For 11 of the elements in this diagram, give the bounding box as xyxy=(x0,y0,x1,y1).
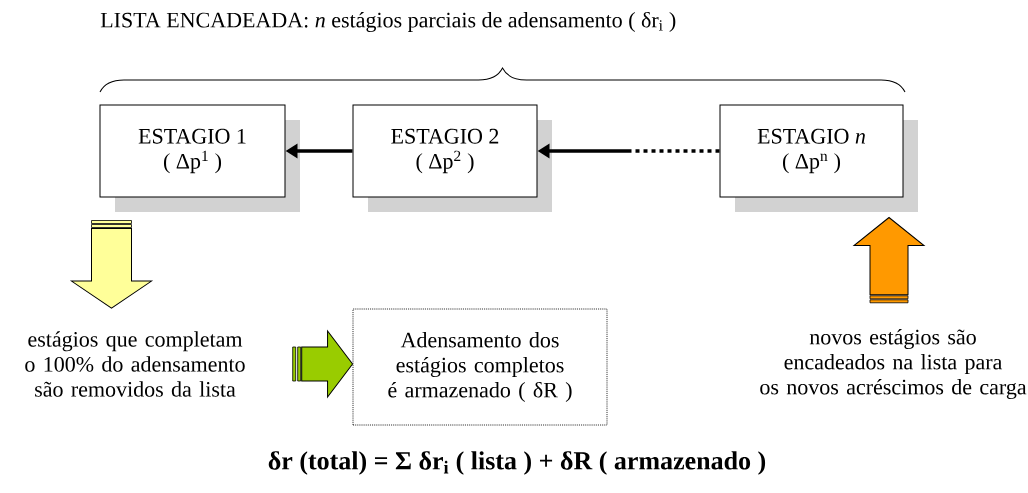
stage-box: ESTAGIO n ( Δp$^{n}$ ) xyxy=(719,104,918,212)
stage-box: ESTAGIO 2 ( Δp$^{2}$ ) xyxy=(352,104,552,212)
block-arrow xyxy=(853,217,925,304)
formula-text: δr (total) = Σ δr$_{i}$ ( lista ) + δR ( armazenado ) xyxy=(268,451,766,475)
block-arrow xyxy=(292,330,354,398)
block-arrow xyxy=(71,220,152,309)
title-text: LISTA ENCADEADA: n estágios parciais de adensamento ( δr$_{i}$ ) xyxy=(100,11,676,33)
storage-box: Adensamento dos estágios completos é armazenado ( δR ) xyxy=(352,308,608,426)
note-text: novos estágios são encadeados na lista para os novos acréscimos de carga xyxy=(760,328,1027,400)
note-text: estágios que completam o 100% do adensamento são removidos da lista xyxy=(25,331,245,397)
stage-box: ESTAGIO 1 ( Δp$^{1}$ ) xyxy=(99,104,300,212)
